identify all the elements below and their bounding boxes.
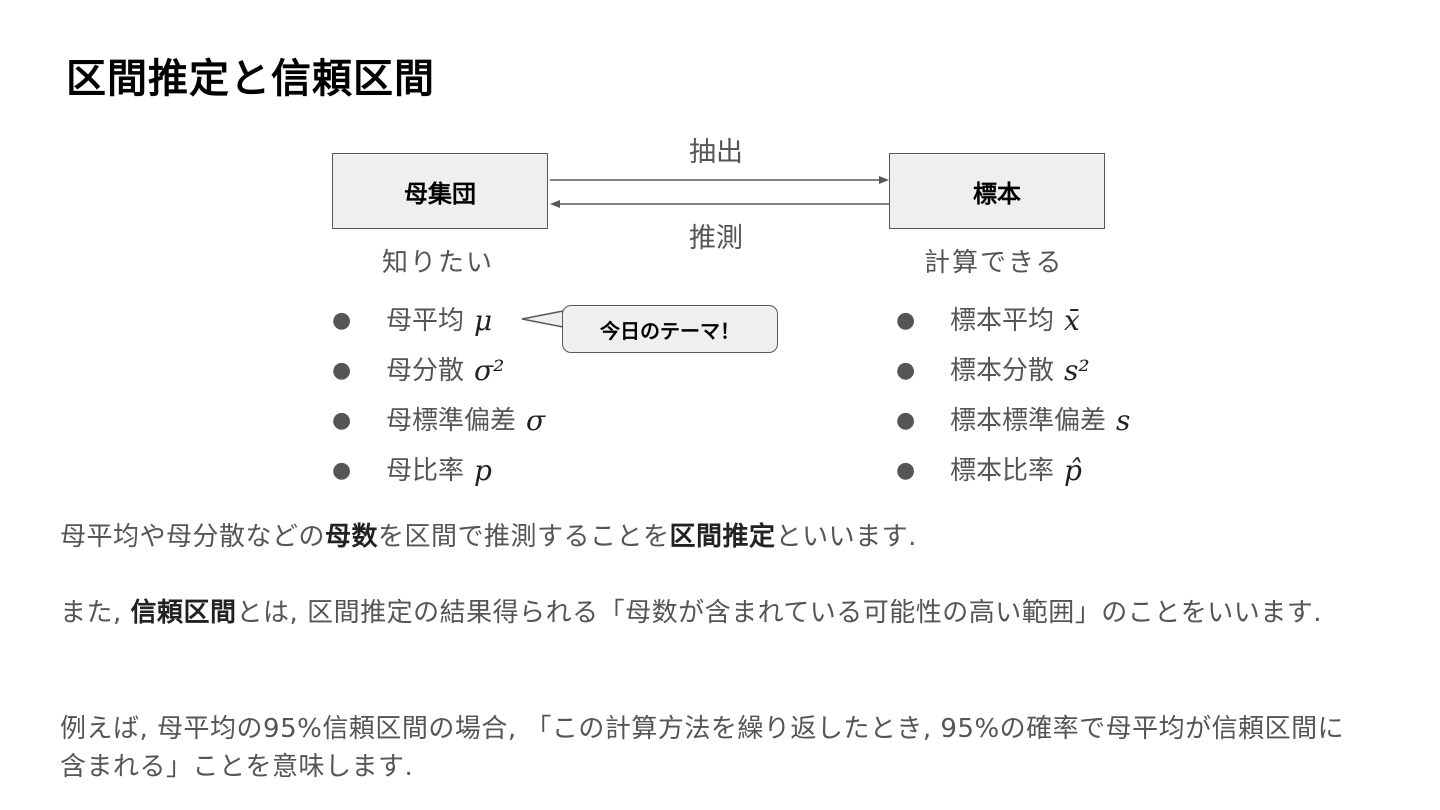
param-label: 母平均 — [386, 306, 465, 336]
param-symbol: σ — [526, 404, 546, 437]
term-interval-estimation: 区間推定 — [669, 522, 776, 552]
bullet-icon: ● — [332, 308, 352, 333]
stat-label: 標本標準偏差 — [950, 406, 1107, 436]
infer-label: 推測 — [689, 223, 743, 254]
list-item: ● 母平均 μ — [332, 296, 545, 346]
param-label: 母分散 — [386, 356, 465, 386]
bullet-icon: ● — [896, 308, 916, 333]
sample-caption: 計算できる — [924, 248, 1064, 278]
today-theme-callout: 今日のテーマ！ — [562, 305, 778, 353]
list-item: ● 母比率 p — [332, 446, 545, 496]
list-item: ● 母標準偏差 σ — [332, 396, 545, 446]
text-span: 母平均や母分散などの — [60, 522, 326, 552]
text-span: とは, 区間推定の結果得られる「母数が含まれている可能性の高い範囲」のことをいい… — [236, 598, 1323, 628]
list-item: ● 標本標準偏差 s — [896, 396, 1130, 446]
bullet-icon: ● — [332, 458, 352, 483]
param-label: 母標準偏差 — [386, 406, 517, 436]
bullet-icon: ● — [896, 358, 916, 383]
list-item: ● 標本比率 p̂ — [896, 446, 1130, 496]
bullet-icon: ● — [896, 408, 916, 433]
page-title: 区間推定と信頼区間 — [66, 56, 435, 102]
param-symbol: σ² — [474, 354, 505, 387]
population-box: 母集団 — [332, 153, 548, 229]
list-item: ● 標本分散 s² — [896, 346, 1130, 396]
list-item: ● 母分散 σ² — [332, 346, 545, 396]
stat-label: 標本分散 — [950, 356, 1055, 386]
confidence-interval-paragraph: また, 信頼区間とは, 区間推定の結果得られる「母数が含まれている可能性の高い範… — [60, 594, 1350, 632]
sample-box: 標本 — [889, 153, 1105, 229]
param-label: 母比率 — [386, 456, 465, 486]
param-symbol: p — [474, 454, 492, 487]
population-params-list: ● 母平均 μ ● 母分散 σ² ● 母標準偏差 σ ● 母比率 p — [332, 296, 545, 496]
infer-arrowhead — [550, 200, 560, 208]
stat-symbol: p̂ — [1064, 454, 1082, 487]
definition-paragraph: 母平均や母分散などの母数を区間で推測することを区間推定といいます. — [60, 518, 1350, 556]
list-item: ● 標本平均 x̄ — [896, 296, 1130, 346]
sample-stats-list: ● 標本平均 x̄ ● 標本分散 s² ● 標本標準偏差 s ● 標本比率 p̂ — [896, 296, 1130, 496]
bullet-icon: ● — [332, 358, 352, 383]
population-caption: 知りたい — [382, 248, 495, 278]
stat-label: 標本比率 — [950, 456, 1055, 486]
bullet-icon: ● — [332, 408, 352, 433]
text-span: といいます. — [775, 522, 917, 552]
stat-symbol: s² — [1064, 354, 1090, 387]
stat-symbol: s — [1116, 404, 1131, 437]
term-confidence-interval: 信頼区間 — [130, 598, 237, 628]
stat-symbol: x̄ — [1064, 304, 1080, 337]
param-symbol: μ — [474, 304, 493, 337]
example-paragraph: 例えば, 母平均の95%信頼区間の場合, 「この計算方法を繰り返したとき, 95… — [60, 714, 1345, 782]
text-span: また, — [60, 598, 131, 628]
bullet-icon: ● — [896, 458, 916, 483]
term-parameter: 母数 — [325, 522, 379, 552]
extract-label: 抽出 — [689, 137, 743, 168]
extract-arrowhead — [879, 176, 889, 184]
text-span: を区間で推測することを — [378, 522, 670, 552]
stat-label: 標本平均 — [950, 306, 1055, 336]
